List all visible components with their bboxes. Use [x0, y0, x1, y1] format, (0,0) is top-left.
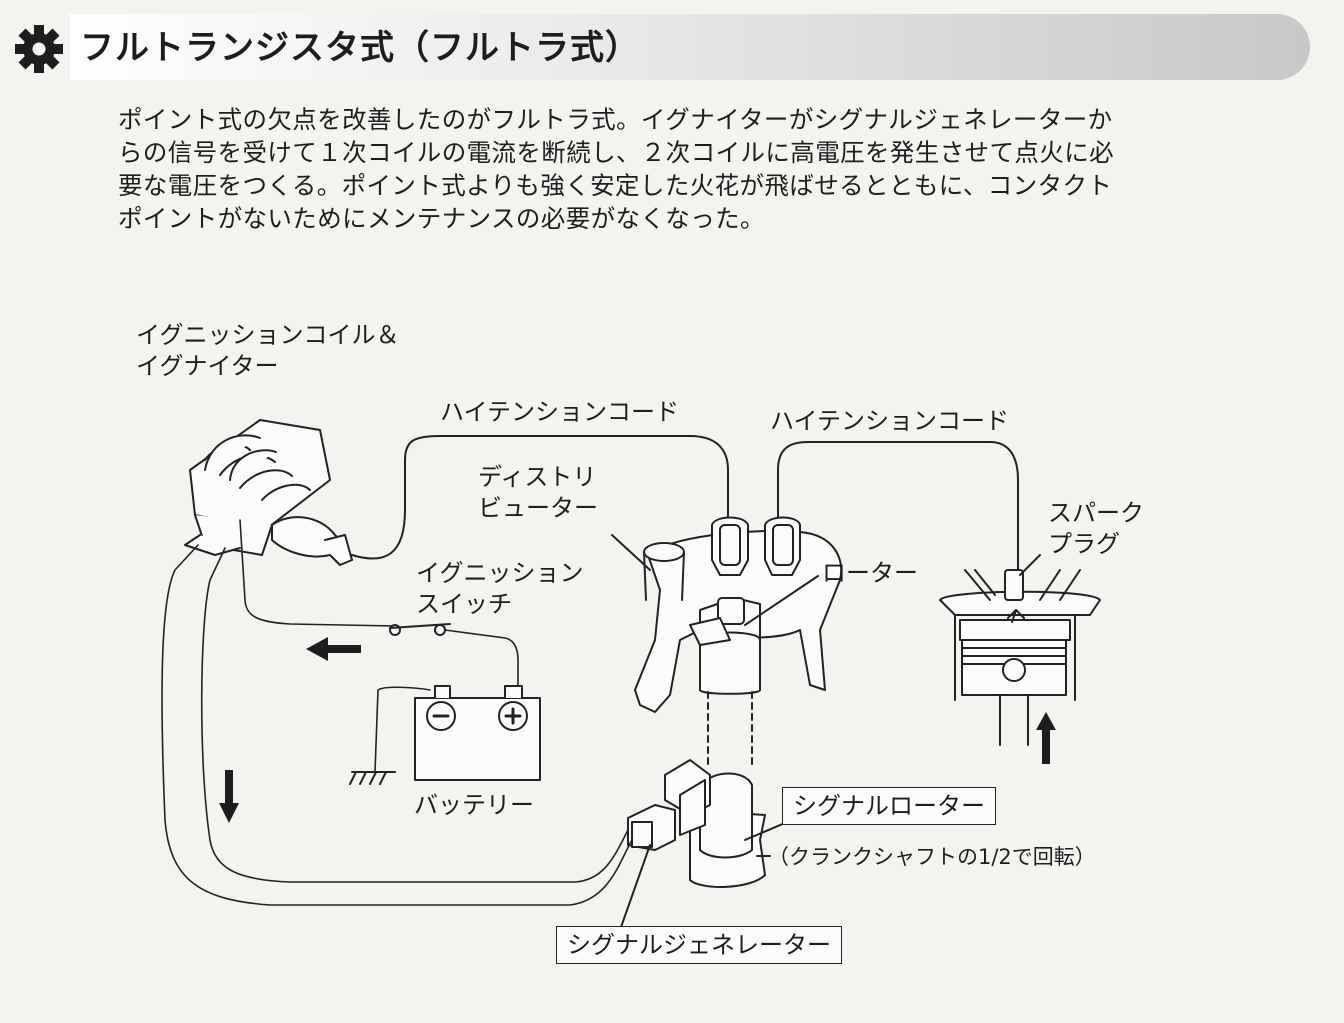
ground-symbol	[349, 771, 396, 785]
down-arrow-icon	[219, 770, 239, 823]
intro-line: ポイントがないためにメンテナンスの必要がなくなった。	[118, 204, 765, 233]
label-signal-rotor-note: （クランクシャフトの1/2で回転）	[768, 845, 1096, 869]
intro-line: らの信号を受けて１次コイルの電流を断続し、２次コイルに高電圧を発生させて点火に必	[118, 138, 1114, 167]
label-battery: バッテリー	[414, 791, 534, 819]
label-high-tension-cord-2: ハイテンションコード	[770, 407, 1010, 435]
label-rotor: ローター	[822, 559, 918, 587]
signal-rotor-assembly	[627, 759, 766, 888]
ignition-coil-igniter	[184, 419, 353, 566]
wire-battery-ground	[374, 686, 431, 773]
signal-wire-inner	[200, 547, 629, 883]
label-coil-igniter: イグニッションコイル＆ イグナイター	[136, 321, 400, 380]
wire-coil-switch	[239, 519, 396, 627]
left-arrow-icon	[306, 637, 361, 661]
engine-cylinder	[939, 569, 1101, 746]
label-high-tension-cord-1: ハイテンションコード	[440, 398, 680, 426]
leader-distributor	[611, 534, 651, 571]
up-arrow-icon	[1036, 712, 1056, 764]
ignition-switch	[389, 623, 451, 636]
intro-line: 要な電圧をつくる。ポイント式よりも強く安定した火花が飛ばせるとともに、コンタクト	[118, 171, 1113, 200]
rotor	[689, 597, 761, 695]
title-bar	[70, 14, 1310, 80]
leader-signal-generator	[619, 844, 651, 931]
intro-line: ポイント式の欠点を改善したのがフルトラ式。イグナイターがシグナルジェネレーターか	[118, 105, 1113, 134]
battery	[414, 685, 541, 781]
leader-spark-plug	[1019, 554, 1041, 576]
label-distributor: ディストリ ビューター	[478, 463, 598, 522]
label-ignition-switch: イグニッション スイッチ	[416, 559, 584, 618]
wire-switch-battery	[444, 629, 519, 691]
section-title: フルトランジスタ式（フルトラ式）	[80, 28, 640, 68]
signal-wire-outer	[161, 544, 633, 906]
intro-paragraph: ポイント式の欠点を改善したのがフルトラ式。イグナイターがシグナルジェネレーターか…	[118, 103, 1218, 235]
label-signal-rotor: シグナルローター	[782, 787, 996, 825]
gear-icon	[15, 25, 63, 73]
high-tension-cord-2	[777, 441, 1019, 571]
label-signal-generator: シグナルジェネレーター	[556, 926, 842, 964]
label-spark-plug: スパーク プラグ	[1048, 499, 1144, 558]
high-tension-cord-1	[351, 435, 729, 560]
leader-rotor	[744, 575, 819, 626]
